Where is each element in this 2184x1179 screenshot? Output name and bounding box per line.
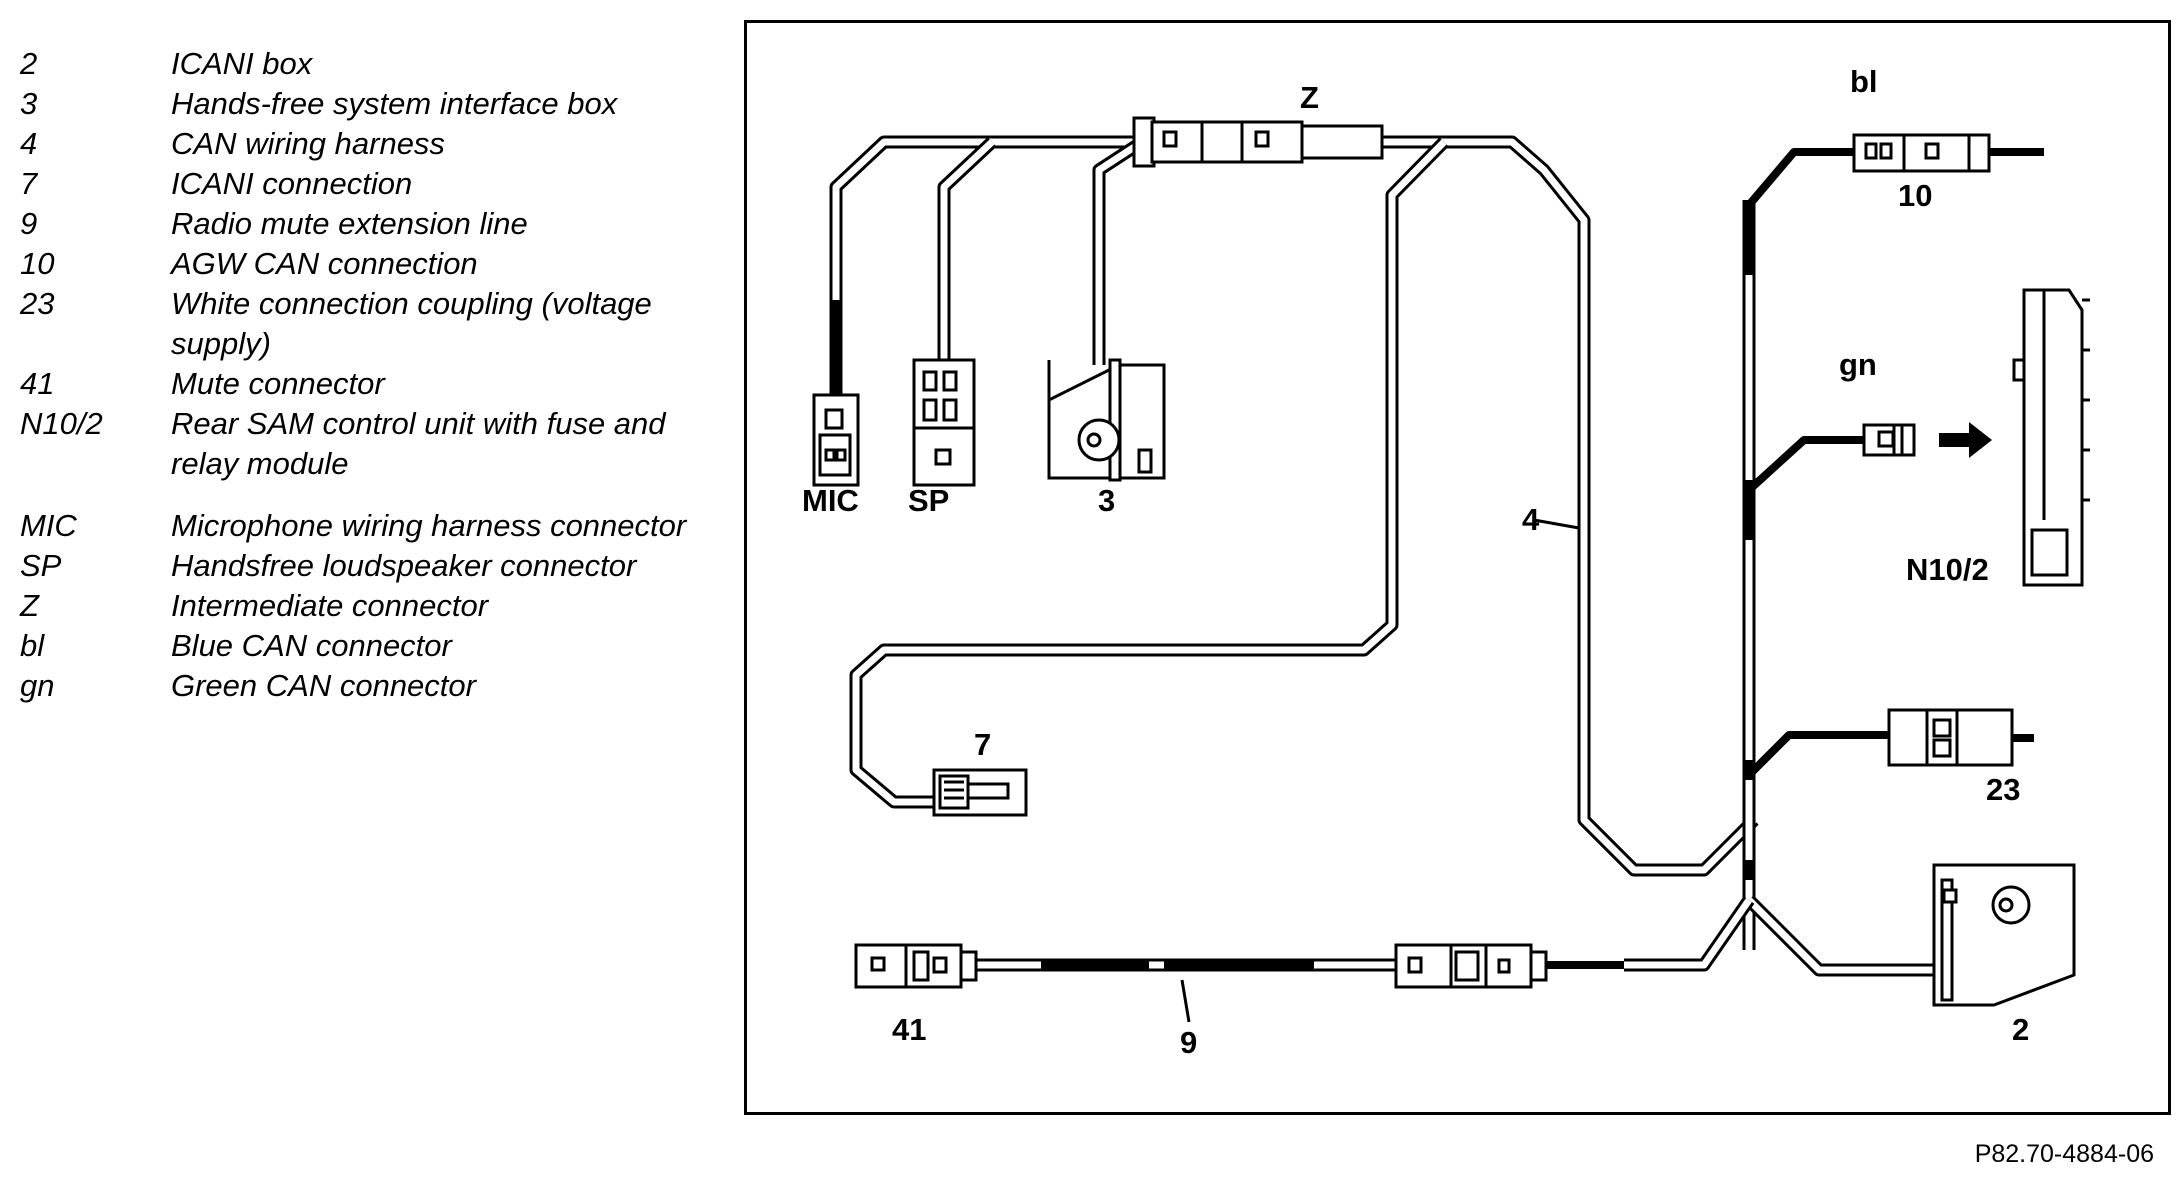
- label-3: 3: [1098, 483, 1115, 518]
- icani-connection-wire: [849, 137, 1449, 809]
- label-4: 4: [1522, 502, 1540, 537]
- radio-mute-extension-wire: [974, 958, 1624, 1023]
- label-10: 10: [1898, 178, 1932, 213]
- rear-sam-control-unit: [2012, 288, 2090, 587]
- radio-mute-inline-connector: [1394, 943, 1548, 989]
- loudspeaker-connector: [912, 358, 976, 487]
- white-connection-coupling-23: [1887, 708, 2034, 767]
- figure-code: P82.70-4884-06: [1974, 1140, 2154, 1168]
- label-mic: MIC: [802, 483, 859, 518]
- label-gn: gn: [1839, 347, 1877, 382]
- hands-free-interface-box-3: [1047, 358, 1166, 482]
- microphone-connector: [812, 393, 860, 487]
- label-sp: SP: [908, 483, 949, 518]
- green-can-connector: [1862, 423, 1916, 457]
- label-23: 23: [1986, 772, 2020, 807]
- diagram-frame: [744, 20, 2171, 1115]
- agw-can-connection-10: [1852, 133, 2044, 173]
- label-41: 41: [892, 1012, 926, 1047]
- can-harness-4-wire: [1372, 135, 1759, 877]
- label-7: 7: [974, 727, 991, 762]
- arrow-icon: [1939, 422, 1992, 458]
- main-trunk-wire: [1624, 148, 1934, 977]
- mute-connector-41: [854, 943, 978, 989]
- label-bl: bl: [1850, 64, 1878, 99]
- intermediate-connector-z: [1132, 116, 1384, 168]
- icani-connection-7: [932, 768, 1028, 817]
- label-z: Z: [1300, 80, 1319, 115]
- label-2: 2: [2012, 1012, 2029, 1047]
- wiring-diagram: .w { fill: none; stroke: #000; stroke-wi…: [744, 20, 2171, 1115]
- icani-box-2: [1932, 863, 2076, 1007]
- label-9: 9: [1180, 1025, 1197, 1060]
- upper-harness-wire: [829, 135, 1164, 395]
- label-n10-2: N10/2: [1906, 552, 1989, 587]
